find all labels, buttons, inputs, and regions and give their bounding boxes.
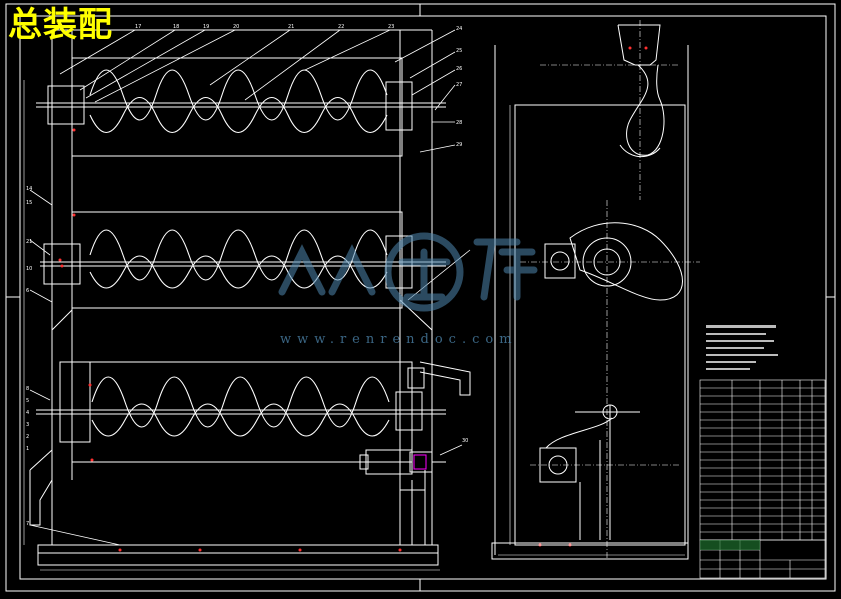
svg-text:1: 1 xyxy=(26,446,29,452)
svg-text:4: 4 xyxy=(26,410,29,416)
svg-text:26: 26 xyxy=(456,66,462,72)
svg-text:17: 17 xyxy=(135,24,141,30)
svg-text:29: 29 xyxy=(456,142,462,148)
auger-shafts xyxy=(36,102,446,415)
svg-text:21: 21 xyxy=(288,24,294,30)
svg-text:22: 22 xyxy=(338,24,344,30)
leader-lines xyxy=(29,29,471,546)
sheet-border xyxy=(5,3,836,592)
title-block xyxy=(699,539,826,579)
svg-text:8: 8 xyxy=(26,386,29,392)
drawing-title: 总装配 xyxy=(8,5,113,45)
svg-text:7: 7 xyxy=(26,521,29,527)
watermark-url: www.renrendoc.com xyxy=(280,332,518,347)
technical-notes xyxy=(706,325,778,370)
svg-text:5: 5 xyxy=(26,398,29,404)
parts-list-table xyxy=(699,379,826,541)
svg-text:24: 24 xyxy=(456,26,462,32)
svg-text:15: 15 xyxy=(26,200,32,206)
dimension-lines xyxy=(23,80,685,571)
svg-text:3: 3 xyxy=(26,422,29,428)
svg-text:25: 25 xyxy=(456,48,462,54)
svg-text:21: 21 xyxy=(26,239,32,245)
center-lines xyxy=(520,20,700,560)
svg-text:20: 20 xyxy=(233,24,239,30)
red-markers xyxy=(58,46,648,552)
motor-accent xyxy=(413,454,427,470)
svg-text:2: 2 xyxy=(26,434,29,440)
svg-text:6: 6 xyxy=(26,288,29,294)
svg-text:23: 23 xyxy=(388,24,394,30)
svg-text:19: 19 xyxy=(203,24,209,30)
svg-text:28: 28 xyxy=(456,120,462,126)
svg-text:18: 18 xyxy=(173,24,179,30)
svg-text:27: 27 xyxy=(456,82,462,88)
svg-text:30: 30 xyxy=(462,438,468,444)
svg-text:14: 14 xyxy=(26,186,32,192)
svg-text:10: 10 xyxy=(26,266,32,272)
